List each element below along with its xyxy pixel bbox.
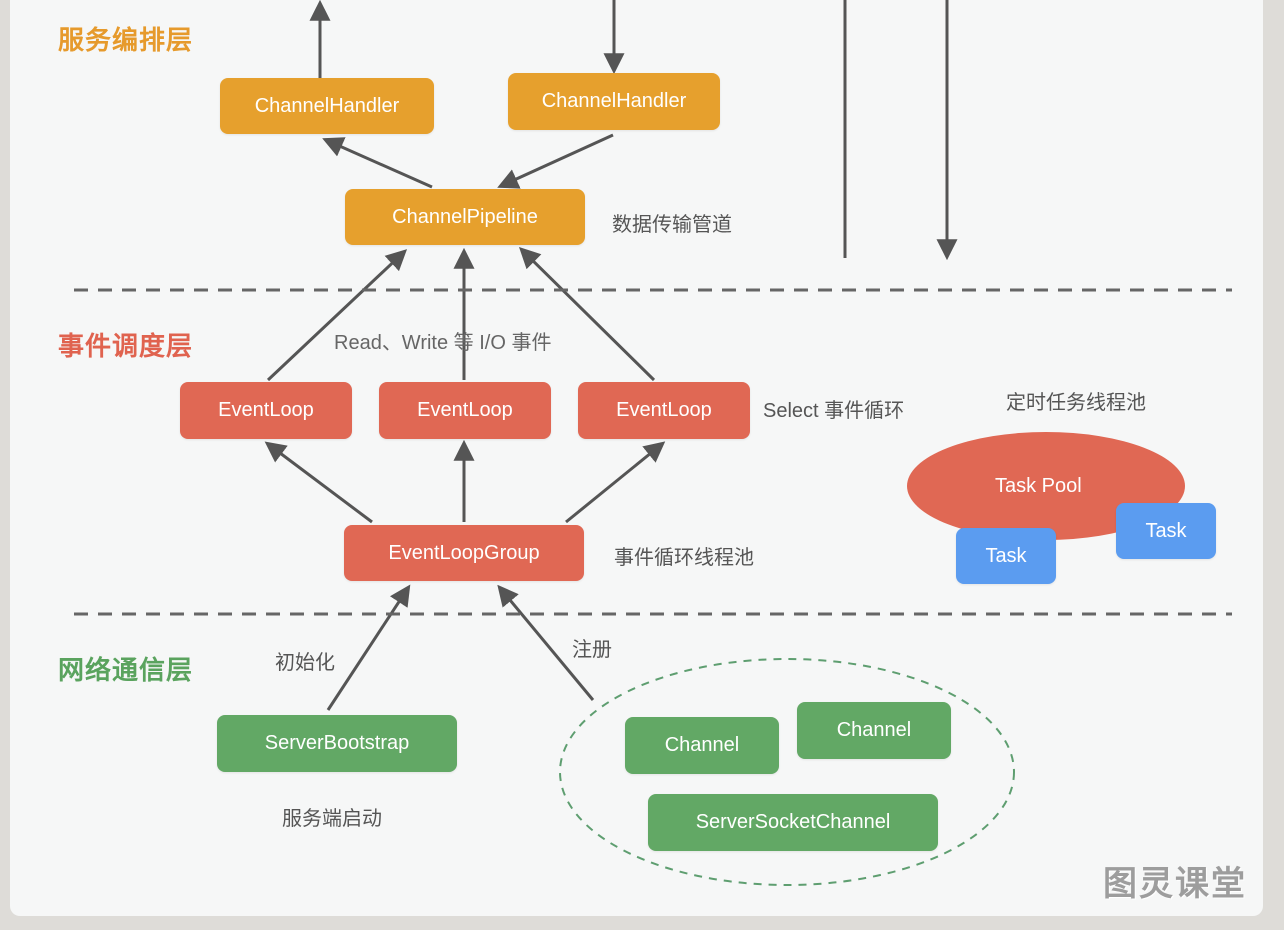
eventloop-3[interactable]: EventLoop: [578, 382, 750, 439]
io-events-note: Read、Write 等 I/O 事件: [334, 332, 552, 354]
arrow-pipeline-to-handler-left: [322, 137, 433, 189]
server-bootstrap[interactable]: ServerBootstrap: [217, 715, 457, 772]
channel-group-ellipse: [559, 658, 1015, 886]
eventloop-1[interactable]: EventLoop: [180, 382, 352, 439]
task-left[interactable]: Task: [956, 528, 1056, 584]
task-right[interactable]: Task: [1116, 503, 1216, 559]
select-loop-note: Select 事件循环: [763, 400, 905, 422]
arrow-eventloop3-to-pipeline: [519, 247, 656, 382]
event-layer-label: 事件调度层: [58, 331, 194, 361]
channel-right[interactable]: Channel: [797, 702, 951, 759]
arrow-bootstrap-to-group: [326, 584, 411, 711]
channel-left[interactable]: Channel: [625, 717, 779, 774]
arrow-group-to-eventloop3: [565, 441, 666, 524]
task-pool-ellipse: [907, 432, 1185, 540]
group-pool-note: 事件循环线程池: [614, 547, 754, 569]
pipeline-note: 数据传输管道: [612, 214, 732, 236]
arrow-channels-to-group: [497, 584, 595, 701]
channel-pipeline[interactable]: ChannelPipeline: [345, 189, 585, 245]
channel-handler-right[interactable]: ChannelHandler: [508, 73, 720, 130]
register-note: 注册: [572, 639, 612, 661]
arrow-handler-right-to-pipeline: [497, 133, 614, 189]
init-note: 初始化: [275, 652, 335, 674]
server-start-note: 服务端启动: [282, 808, 382, 830]
server-socket-channel[interactable]: ServerSocketChannel: [648, 794, 938, 851]
diagram-card: 服务编排层 事件调度层 网络通信层 ChannelHandler Channel…: [10, 0, 1263, 916]
watermark-text: 图灵课堂: [1103, 865, 1247, 903]
network-layer-label: 网络通信层: [58, 655, 194, 685]
eventloop-group[interactable]: EventLoopGroup: [344, 525, 584, 581]
arrow-group-to-eventloop1: [264, 441, 373, 524]
arrow-eventloop1-to-pipeline: [266, 249, 408, 382]
channel-handler-left[interactable]: ChannelHandler: [220, 78, 434, 134]
timer-pool-note: 定时任务线程池: [1006, 392, 1146, 414]
connector-layer: [74, 0, 1232, 886]
task-pool-label: Task Pool: [995, 475, 1082, 497]
service-layer-label: 服务编排层: [58, 25, 194, 55]
eventloop-2[interactable]: EventLoop: [379, 382, 551, 439]
